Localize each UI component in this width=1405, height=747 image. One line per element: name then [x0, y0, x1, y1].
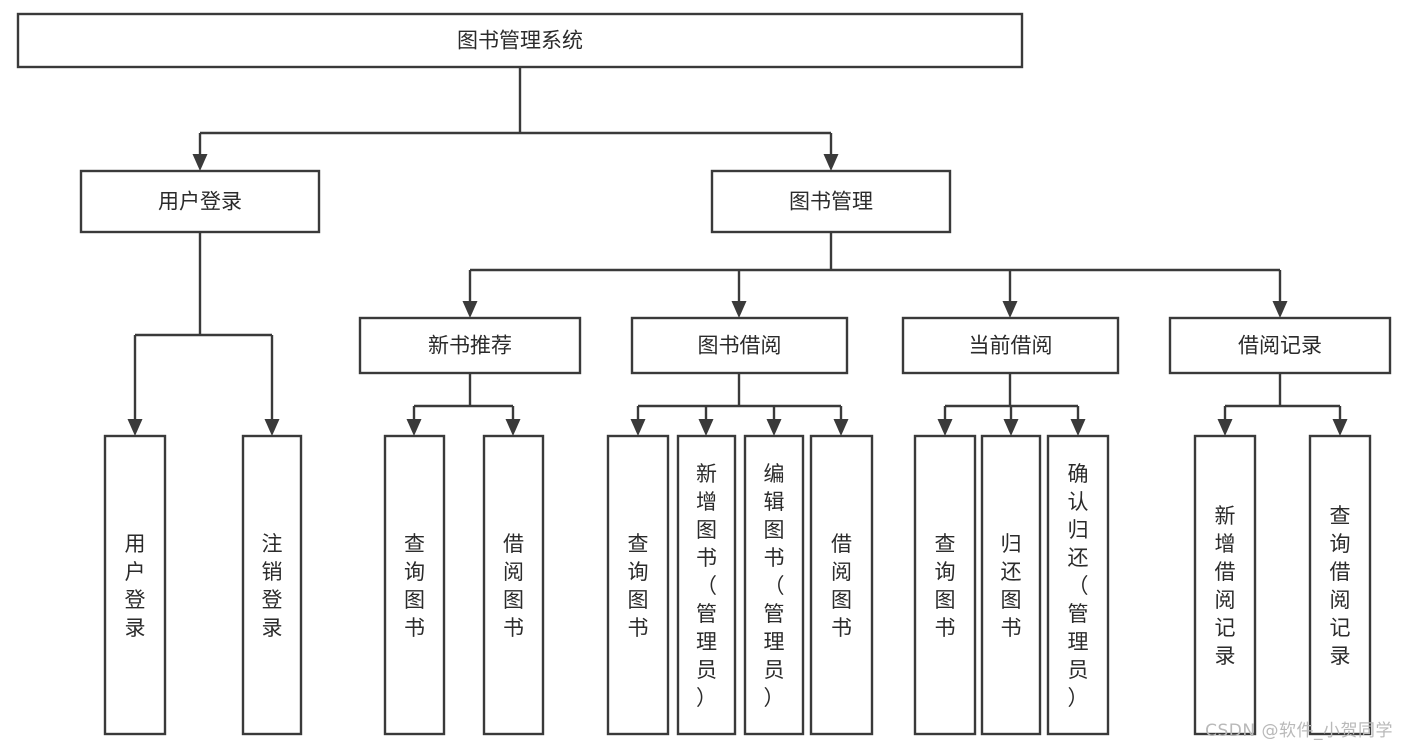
node-leaf-query-book-current[interactable]: 查询图书 — [913, 434, 977, 736]
watermark-label: CSDN @软件_小贺同学 — [1205, 721, 1393, 741]
node-box-leaf-add-borrow-record — [1193, 434, 1257, 736]
node-label-leaf-borrow-book: 借阅图书 — [831, 532, 852, 640]
node-label-leaf-confirm-return-admin: 确认归还（管理员） — [1068, 462, 1089, 710]
arrow-head-icon — [1003, 419, 1019, 436]
node-box-leaf-query-book-recommend — [383, 434, 446, 736]
arrow-head-icon — [766, 419, 782, 436]
arrow-head-icon — [630, 419, 646, 436]
node-label-borrow-record: 借阅记录 — [1238, 334, 1322, 358]
connector-current-borrow-to-leaves — [937, 373, 1086, 436]
node-label-leaf-return-book: 归还图书 — [1001, 532, 1022, 640]
node-box-current-borrow — [901, 316, 1120, 375]
arrow-head-icon — [1002, 301, 1018, 318]
node-leaf-confirm-return-admin[interactable]: 确认归还（管理员） — [1046, 434, 1110, 736]
node-label-root: 图书管理系统 — [457, 29, 583, 53]
node-box-leaf-user-login — [103, 434, 167, 736]
node-label-leaf-query-book-recommend: 查询图书 — [404, 532, 425, 640]
connector-book-borrow-to-leaves — [630, 373, 849, 436]
node-label-leaf-edit-book-admin: 编辑图书（管理员） — [764, 462, 785, 710]
node-label-leaf-user-login: 用户登录 — [125, 532, 146, 640]
node-leaf-borrow-book-recommend[interactable]: 借阅图书 — [482, 434, 545, 736]
node-box-leaf-add-book-admin — [676, 434, 737, 736]
node-leaf-edit-book-admin[interactable]: 编辑图书（管理员） — [743, 434, 805, 736]
node-label-book-management: 图书管理 — [789, 190, 873, 214]
node-label-leaf-logout: 注销登录 — [262, 532, 283, 640]
node-leaf-logout[interactable]: 注销登录 — [241, 434, 303, 736]
arrow-head-icon — [833, 419, 849, 436]
node-leaf-query-book-borrow[interactable]: 查询图书 — [606, 434, 670, 736]
node-label-leaf-query-book-current: 查询图书 — [935, 532, 956, 640]
node-label-user-login: 用户登录 — [158, 190, 242, 214]
arrow-head-icon — [1332, 419, 1348, 436]
node-box-leaf-borrow-book — [809, 434, 874, 736]
arrow-head-icon — [192, 154, 208, 171]
node-leaf-user-login[interactable]: 用户登录 — [103, 434, 167, 736]
node-label-new-book-recommend: 新书推荐 — [428, 334, 512, 358]
node-box-book-borrow — [630, 316, 849, 375]
node-box-leaf-query-borrow-record — [1308, 434, 1372, 736]
node-borrow-record[interactable]: 借阅记录 — [1168, 316, 1392, 375]
arrow-head-icon — [698, 419, 714, 436]
node-label-leaf-query-book-borrow: 查询图书 — [628, 532, 649, 640]
node-box-user-login — [79, 169, 321, 234]
node-box-borrow-record — [1168, 316, 1392, 375]
arrow-head-icon — [731, 301, 747, 318]
node-book-borrow[interactable]: 图书借阅 — [630, 316, 849, 375]
node-new-book-recommend[interactable]: 新书推荐 — [358, 316, 582, 375]
node-box-book-management — [710, 169, 952, 234]
node-current-borrow[interactable]: 当前借阅 — [901, 316, 1120, 375]
node-label-book-borrow: 图书借阅 — [698, 334, 782, 358]
node-label-leaf-query-borrow-record: 查询借阅记录 — [1330, 504, 1351, 668]
arrow-head-icon — [1070, 419, 1086, 436]
node-book-management[interactable]: 图书管理 — [710, 169, 952, 234]
connector-layer — [127, 67, 1348, 436]
node-box-leaf-query-book-borrow — [606, 434, 670, 736]
node-user-login[interactable]: 用户登录 — [79, 169, 321, 234]
node-box-leaf-logout — [241, 434, 303, 736]
node-layer: 图书管理系统用户登录图书管理新书推荐图书借阅当前借阅借阅记录用户登录注销登录查询… — [16, 12, 1392, 736]
arrow-head-icon — [505, 419, 521, 436]
node-leaf-query-borrow-record[interactable]: 查询借阅记录 — [1308, 434, 1372, 736]
connector-new-book-recommend-to-leaves — [406, 373, 521, 436]
node-box-root — [16, 12, 1024, 69]
arrow-head-icon — [127, 419, 143, 436]
arrow-head-icon — [462, 301, 478, 318]
node-box-leaf-edit-book-admin — [743, 434, 805, 736]
arrow-head-icon — [1272, 301, 1288, 318]
node-leaf-borrow-book[interactable]: 借阅图书 — [809, 434, 874, 736]
node-leaf-add-borrow-record[interactable]: 新增借阅记录 — [1193, 434, 1257, 736]
connector-book-management-to-level3 — [462, 232, 1288, 318]
node-box-leaf-confirm-return-admin — [1046, 434, 1110, 736]
arrow-head-icon — [406, 419, 422, 436]
node-leaf-add-book-admin[interactable]: 新增图书（管理员） — [676, 434, 737, 736]
arrow-head-icon — [823, 154, 839, 171]
arrow-head-icon — [1217, 419, 1233, 436]
node-box-new-book-recommend — [358, 316, 582, 375]
node-root[interactable]: 图书管理系统 — [16, 12, 1024, 69]
node-label-leaf-add-book-admin: 新增图书（管理员） — [696, 462, 717, 710]
node-box-leaf-borrow-book-recommend — [482, 434, 545, 736]
connector-root-to-level2 — [192, 67, 839, 171]
node-leaf-query-book-recommend[interactable]: 查询图书 — [383, 434, 446, 736]
node-box-leaf-query-book-current — [913, 434, 977, 736]
node-leaf-return-book[interactable]: 归还图书 — [980, 434, 1042, 736]
arrow-head-icon — [264, 419, 280, 436]
node-label-leaf-add-borrow-record: 新增借阅记录 — [1215, 504, 1236, 668]
node-box-leaf-return-book — [980, 434, 1042, 736]
arrow-head-icon — [937, 419, 953, 436]
connector-user-login-to-leaves — [127, 232, 280, 436]
connector-borrow-record-to-leaves — [1217, 373, 1348, 436]
node-label-leaf-borrow-book-recommend: 借阅图书 — [503, 532, 524, 640]
node-label-current-borrow: 当前借阅 — [969, 334, 1053, 358]
